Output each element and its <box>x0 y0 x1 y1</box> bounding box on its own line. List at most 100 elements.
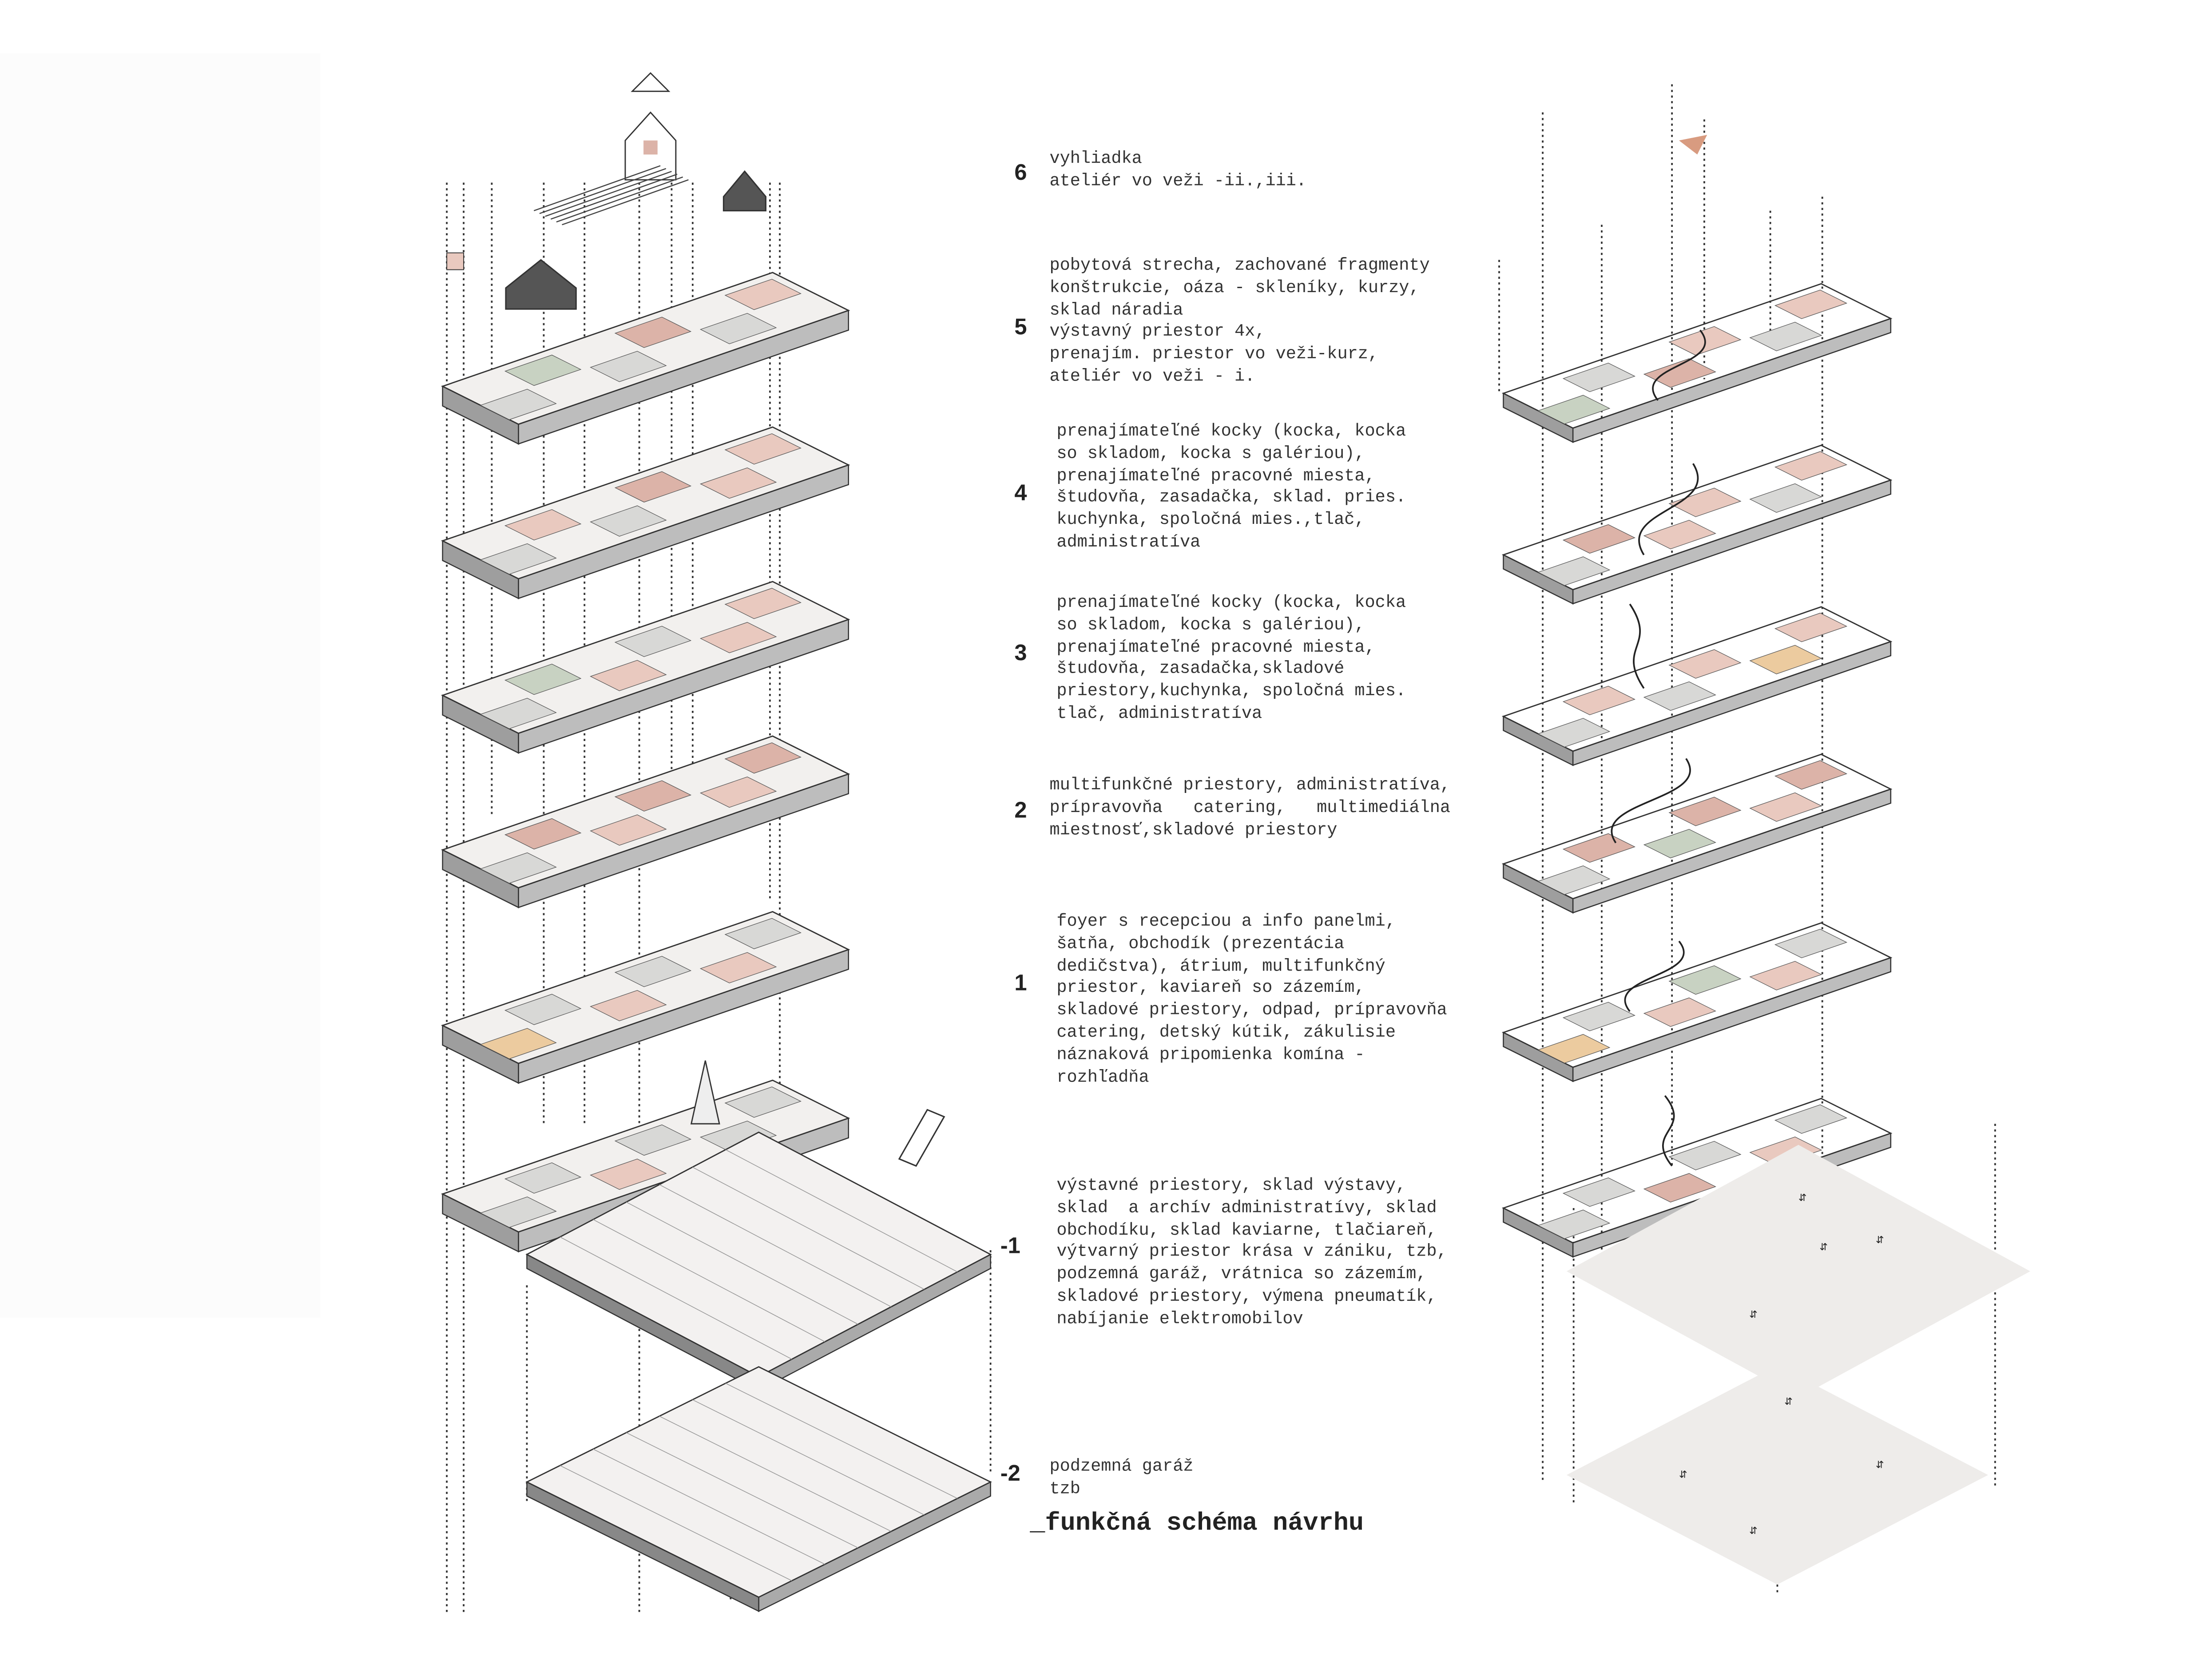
right-floor-function-block <box>1562 1002 1635 1031</box>
left-floor-room <box>590 1158 667 1190</box>
right-floor-function-block <box>1562 833 1635 863</box>
right-floor-function-block <box>1537 865 1611 895</box>
left-floor-room <box>614 956 692 987</box>
right-floor-function-block <box>1749 645 1822 674</box>
left-floor-room <box>699 952 777 983</box>
left-floor-room <box>724 588 802 619</box>
description-line: priestory,kuchynka, spoločná mies. <box>1056 682 1406 701</box>
right-floor-function-block <box>1668 487 1742 517</box>
description-line: nabíjanie elektromobilov <box>1056 1309 1303 1329</box>
right-floor-function-block <box>1774 451 1848 481</box>
stair-symbol-icon: ⇵ <box>1679 1469 1687 1481</box>
parking-row-line <box>593 1219 826 1342</box>
description-line: foyer s recepciou a info panelmi, <box>1056 911 1396 931</box>
description-line: miestnosť,skladové priestory <box>1049 820 1338 840</box>
level-3-number: 3 <box>1014 642 1027 666</box>
description-line: multifunkčné priestory, administratíva, <box>1049 775 1450 795</box>
roof-truss <box>550 174 678 220</box>
right-floor-function-block <box>1562 524 1635 554</box>
description-line: tlač, administratíva <box>1056 704 1262 724</box>
right-floor-function-block <box>1537 395 1611 424</box>
left-floor-room <box>724 433 802 465</box>
description-line: kuchynka, spoločná mies.,tlač, <box>1056 510 1365 530</box>
left-floor-room <box>699 468 777 499</box>
description-line: rozhľadňa <box>1056 1067 1149 1087</box>
description-line: podzemná garáž, vrátnica so zázemím, <box>1056 1264 1427 1284</box>
parking-row-line <box>626 1201 858 1325</box>
right-floor-function-block <box>1537 718 1611 748</box>
left-floor-room <box>614 780 692 812</box>
level-1-description: foyer s recepciou a info panelmi,šatňa, … <box>1056 911 1447 1089</box>
right-floor-function-block <box>1774 289 1848 319</box>
parking-row-line <box>692 1399 925 1515</box>
parking-row-line <box>560 1465 792 1581</box>
stair-symbol-icon: ⇵ <box>1784 1396 1793 1407</box>
left-floor-room <box>590 814 667 846</box>
right-floor-function-block <box>1749 321 1822 351</box>
sheet-title: _funkčná schéma návrhu <box>1030 1510 1364 1538</box>
description-line: prenajímateľné pracovné miesta, <box>1056 466 1375 486</box>
ramp <box>898 1109 945 1167</box>
right-floor-function-block <box>1749 792 1822 822</box>
description-line: náznaková pripomienka komína - <box>1056 1045 1365 1065</box>
left-floor-room <box>724 279 802 310</box>
right-floor-function-block <box>1668 965 1742 995</box>
right-floor-function-block <box>1643 829 1716 859</box>
right-garage-minus2-plate <box>1566 1365 1989 1585</box>
lookout-block <box>1679 135 1707 155</box>
side-tower-roof <box>505 259 577 310</box>
level-4-number: 4 <box>1014 482 1027 506</box>
description-line: obchodíku, sklad kaviarne, tlačiareň, <box>1056 1220 1437 1240</box>
chimney-lookout <box>690 1060 720 1125</box>
left-floor-room <box>724 918 802 949</box>
right-floor-function-block <box>1668 649 1742 679</box>
parking-row-line <box>626 1432 858 1548</box>
garage-level-minus2-plate <box>525 1366 992 1598</box>
level-6-number: 6 <box>1014 161 1027 186</box>
description-line: prenajímateľné kocky (kocka, kocka <box>1056 593 1406 613</box>
roof-truss <box>533 165 661 211</box>
left-floor-room <box>480 388 557 420</box>
left-floor-room <box>614 317 692 348</box>
left-floor-room <box>590 505 667 537</box>
stair-symbol-icon: ⇵ <box>1798 1192 1807 1204</box>
stair-symbol-icon: ⇵ <box>1749 1525 1758 1537</box>
parking-row-line <box>593 1449 826 1565</box>
right-floor-function-block <box>1774 929 1848 959</box>
left-floor-room <box>724 1086 802 1118</box>
circulation-path <box>1611 758 1691 844</box>
right-floor-function-block <box>1774 1104 1848 1134</box>
right-floor-function-block <box>1562 1177 1635 1207</box>
left-floor-room <box>480 697 557 729</box>
left-floor-room <box>504 994 582 1025</box>
circulation-path <box>1652 329 1706 401</box>
circulation-path <box>1624 940 1685 1012</box>
description-line: tzb <box>1049 1479 1080 1499</box>
left-floor-room <box>480 543 557 575</box>
sheet-margin <box>0 53 321 1318</box>
right-floor-function-block <box>1749 961 1822 991</box>
description-line: vyhliadka <box>1049 149 1142 169</box>
left-floor-room <box>699 1121 777 1152</box>
right-floor-function-block <box>1537 1034 1611 1064</box>
right-floor-function-block <box>1537 556 1611 586</box>
left-floor-room <box>724 742 802 774</box>
right-floor-function-block <box>1562 685 1635 715</box>
description-line: skladové priestory, odpad, prípravovňa <box>1056 1000 1447 1020</box>
right-floor-function-block <box>1643 520 1716 550</box>
right-floor-function-block <box>1668 796 1742 826</box>
right-floor-function-block <box>1562 362 1635 392</box>
description-line: sklad a archív administratívy, sklad <box>1056 1198 1437 1218</box>
level-1-number: 1 <box>1014 972 1027 996</box>
description-line: prípravovňa catering, multimediálna <box>1049 797 1450 817</box>
description-line: študovňa, zasadačka, sklad. pries. <box>1056 488 1406 508</box>
description-line: skladové priestory, výmena pneumatík, <box>1056 1287 1437 1307</box>
left-floor-room <box>504 664 582 695</box>
description-line: výstavný priestor 4x, <box>1049 322 1266 342</box>
right-floor-function-block <box>1668 1141 1742 1170</box>
small-tower-room <box>446 252 464 270</box>
parking-row-line <box>659 1184 892 1308</box>
